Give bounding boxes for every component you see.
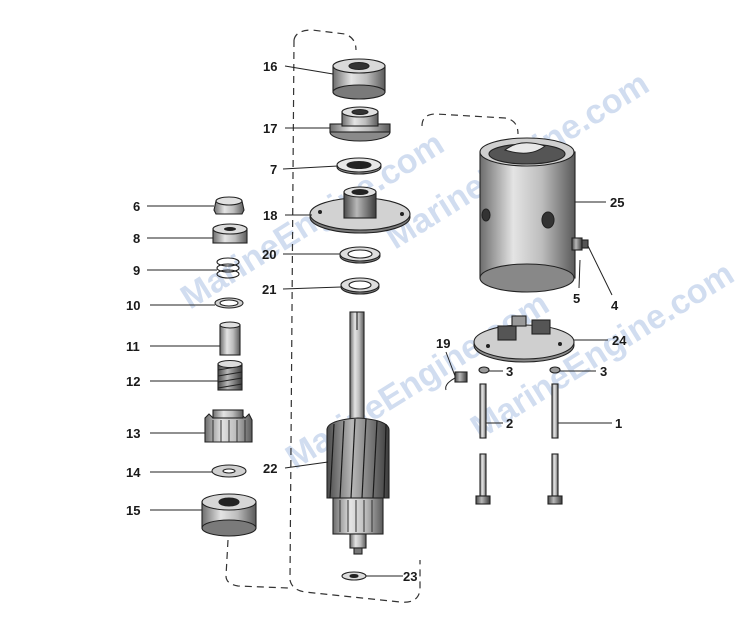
watermark-text: MarineEngine.com	[279, 284, 555, 476]
callout-12: 12	[126, 374, 140, 389]
callout-24: 24	[612, 333, 627, 348]
part-2-through-bolt	[475, 383, 491, 505]
bracket-drive-group	[225, 539, 289, 589]
callout-23: 23	[403, 569, 417, 584]
callout-6: 6	[133, 199, 140, 214]
callout-labels: 16 17 7 18 20 21 22 23 6 8 9 10 11 12 13…	[126, 59, 627, 584]
callout-18: 18	[263, 208, 277, 223]
bracket-armature-group	[289, 29, 421, 603]
part-1-through-bolt	[547, 383, 563, 505]
callout-3b: 3	[600, 364, 607, 379]
part-11-sleeve	[219, 321, 241, 356]
part-9-spring	[216, 257, 240, 279]
callout-14: 14	[126, 465, 141, 480]
watermark-group: MarineEngine.com MarineEngine.com Marine…	[174, 64, 740, 476]
part-16-bushing	[332, 58, 386, 100]
part-14-washer	[211, 464, 247, 478]
part-10-washer	[214, 297, 244, 309]
callout-7: 7	[270, 162, 277, 177]
part-18-end-plate	[309, 186, 411, 234]
callout-25: 25	[610, 195, 624, 210]
part-23-washer	[341, 571, 367, 581]
callout-4: 4	[611, 298, 619, 313]
part-24-brush-plate	[473, 315, 575, 363]
part-17-bearing	[329, 106, 391, 142]
callout-19: 19	[436, 336, 450, 351]
callout-1: 1	[615, 416, 622, 431]
callout-11: 11	[126, 339, 140, 354]
callout-3a: 3	[506, 364, 513, 379]
callout-10: 10	[126, 298, 140, 313]
callout-13: 13	[126, 426, 140, 441]
callout-17: 17	[263, 121, 277, 136]
part-25-frame	[479, 137, 589, 293]
part-13-pinion-gear	[204, 409, 253, 443]
callout-20: 20	[262, 247, 276, 262]
part-15-stop-cup	[201, 493, 257, 537]
callout-16: 16	[263, 59, 277, 74]
callout-15: 15	[126, 503, 140, 518]
part-8-collar	[212, 223, 248, 244]
bracket-frame-group	[421, 113, 519, 135]
part-3-nut	[478, 366, 561, 374]
part-22-armature	[326, 311, 390, 555]
part-6-nut	[213, 196, 245, 215]
part-7-washer	[336, 157, 382, 175]
callout-5: 5	[573, 291, 580, 306]
part-19-brush	[445, 371, 468, 391]
callout-8: 8	[133, 231, 140, 246]
part-12-screw-shaft	[217, 359, 243, 391]
part-21-washer	[340, 277, 380, 295]
leader-lines	[147, 65, 613, 577]
callout-22: 22	[263, 461, 277, 476]
callout-9: 9	[133, 263, 140, 278]
part-20-washer	[339, 246, 381, 264]
callout-21: 21	[262, 282, 276, 297]
callout-2: 2	[506, 416, 513, 431]
